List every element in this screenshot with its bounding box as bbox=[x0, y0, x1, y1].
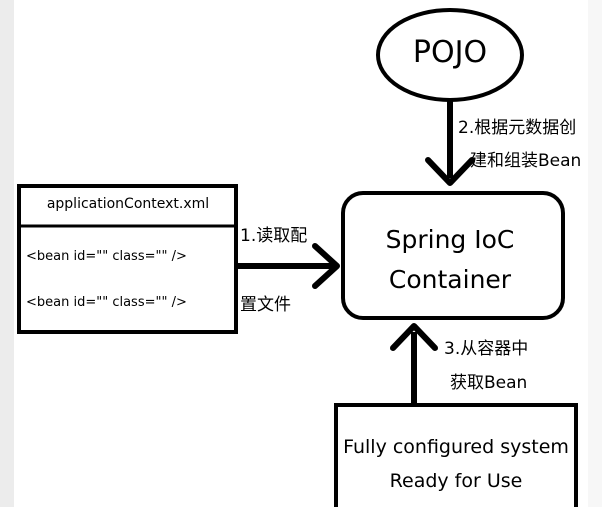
bean-definition-1: <bean id="" class="" /> bbox=[26, 249, 187, 264]
system-line2: Ready for Use bbox=[389, 470, 523, 492]
pojo-label: POJO bbox=[412, 35, 488, 70]
step3-label-line2: 获取Bean bbox=[450, 373, 528, 393]
application-context-title: applicationContext.xml bbox=[46, 196, 210, 212]
step2-label-line2: 建和组装Bean bbox=[470, 151, 582, 171]
fully-configured-system-label: Fully configured system Ready for Use bbox=[336, 430, 576, 498]
spring-ioc-container-node bbox=[341, 191, 565, 320]
system-line1: Fully configured system bbox=[343, 436, 569, 458]
left-edge bbox=[0, 0, 14, 507]
bean-definition-2: <bean id="" class="" /> bbox=[26, 295, 187, 310]
application-context-box bbox=[17, 184, 238, 334]
spring-line2: Container bbox=[388, 265, 512, 294]
step3-label-line1: 3.从容器中 bbox=[444, 339, 529, 359]
fully-configured-system-node bbox=[334, 403, 578, 507]
spring-line1: Spring IoC bbox=[385, 225, 515, 254]
arrowhead-system-to-container bbox=[390, 323, 438, 351]
step2-label-line1: 2.根据元数据创 bbox=[458, 118, 577, 138]
right-edge bbox=[588, 0, 602, 507]
arrowhead-config-to-container bbox=[312, 243, 340, 289]
step1-label-line2: 置文件 bbox=[240, 295, 291, 315]
arrowhead-pojo-to-container bbox=[425, 157, 475, 186]
spring-container-label: Spring IoC Container bbox=[350, 220, 550, 300]
step1-label-line1: 1.读取配 bbox=[240, 226, 308, 246]
